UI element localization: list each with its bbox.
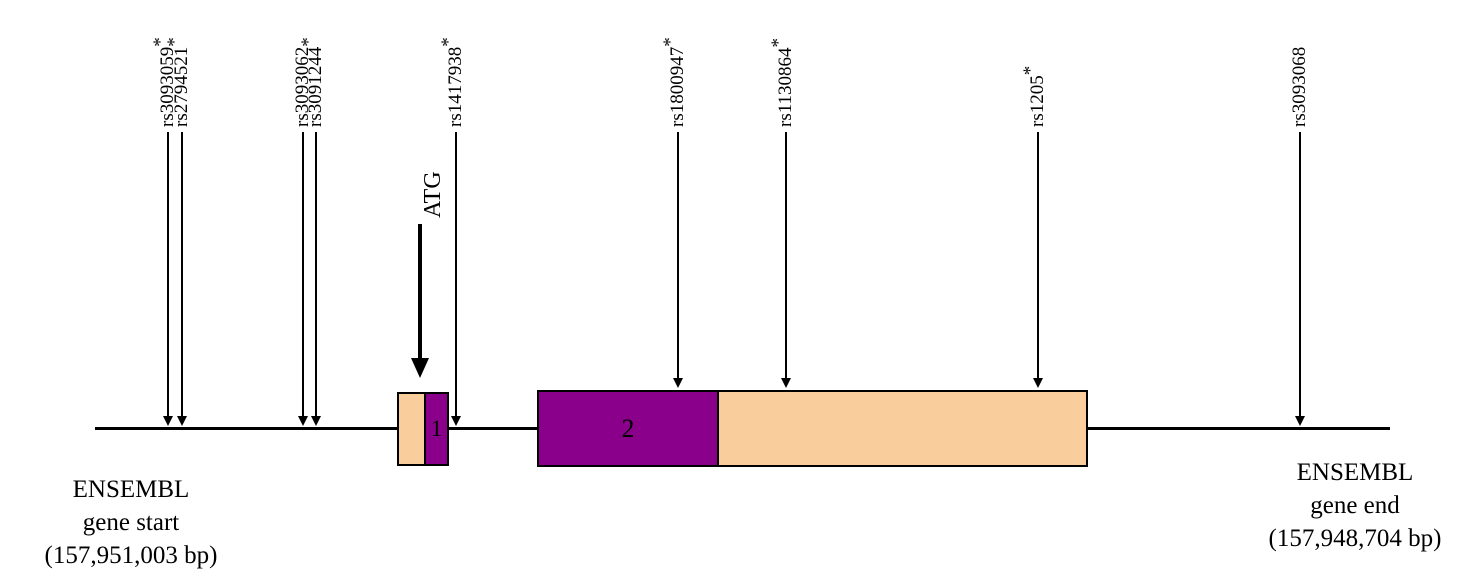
exon-1-utr-segment — [399, 394, 426, 464]
snp-arrowhead-icon — [298, 416, 308, 426]
snp-asterisk: * — [298, 37, 319, 47]
snp-name: rs1130864 — [775, 47, 796, 127]
gene-start-line2: gene start — [82, 509, 180, 536]
snp-label: rs1417938* — [438, 37, 466, 127]
snp-arrowhead-icon — [177, 416, 187, 426]
snp-label: rs2794521* — [164, 37, 192, 127]
snp-name: rs1800947 — [667, 46, 688, 127]
snp-label: rs1205* — [1020, 66, 1048, 127]
snp-arrow-line — [302, 132, 304, 416]
gene-start-label: ENSEMBL gene start (157,951,003 bp) — [12, 473, 250, 572]
gene-end-line2: gene end — [1310, 492, 1400, 519]
snp-asterisk: * — [1020, 65, 1041, 76]
snp-name: rs1205 — [1027, 75, 1048, 127]
snp-arrow-line — [315, 132, 317, 416]
gene-end-label: ENSEMBL gene end (157,948,704 bp) — [1235, 456, 1475, 555]
snp-arrowhead-icon — [781, 378, 791, 388]
snp-asterisk: * — [660, 37, 681, 47]
atg-label: ATG — [420, 171, 446, 218]
snp-arrow-line — [455, 132, 457, 416]
snp-label: rs1130864* — [768, 38, 796, 127]
snp-name: rs3091244 — [305, 46, 326, 127]
snp-arrowhead-icon — [673, 378, 683, 388]
snp-arrowhead-icon — [311, 416, 321, 426]
snp-label: rs3093068 — [1289, 46, 1310, 127]
snp-arrowhead-icon — [163, 416, 173, 426]
snp-asterisk: * — [768, 37, 789, 48]
snp-arrowhead-icon — [1033, 378, 1043, 388]
exon-1-box: 1 — [397, 392, 449, 466]
snp-asterisk: * — [164, 37, 185, 47]
snp-arrow-line — [1299, 132, 1301, 416]
snp-name: rs3093068 — [1289, 46, 1310, 127]
snp-name: rs1417938 — [445, 46, 466, 127]
snp-asterisk: * — [438, 37, 459, 47]
exon-2-utr-segment — [719, 392, 1086, 465]
exon-2-box: 2 — [537, 390, 1088, 467]
snp-arrowhead-icon — [1295, 416, 1305, 426]
atg-arrow-line — [418, 224, 422, 360]
exon-1-number: 1 — [430, 416, 443, 441]
snp-arrow-line — [167, 132, 169, 416]
exon-1-coding-segment: 1 — [426, 394, 447, 464]
snp-arrow-line — [785, 132, 787, 378]
snp-arrow-line — [677, 132, 679, 378]
snp-label: rs1800947* — [660, 37, 688, 127]
snp-arrow-line — [1037, 132, 1039, 378]
gene-start-line1: ENSEMBL — [72, 476, 190, 503]
gene-start-coordinate: (157,951,003 bp) — [44, 542, 218, 569]
snp-arrowhead-icon — [451, 416, 461, 426]
snp-arrow-line — [181, 132, 183, 416]
snp-label: rs3091244* — [298, 37, 326, 127]
exon-2-coding-segment: 2 — [539, 392, 719, 465]
gene-end-coordinate: (157,948,704 bp) — [1268, 525, 1442, 552]
exon-2-number: 2 — [621, 413, 635, 443]
snp-name: rs2794521 — [171, 46, 192, 127]
gene-end-line1: ENSEMBL — [1296, 459, 1414, 486]
atg-arrowhead-icon — [411, 358, 429, 378]
